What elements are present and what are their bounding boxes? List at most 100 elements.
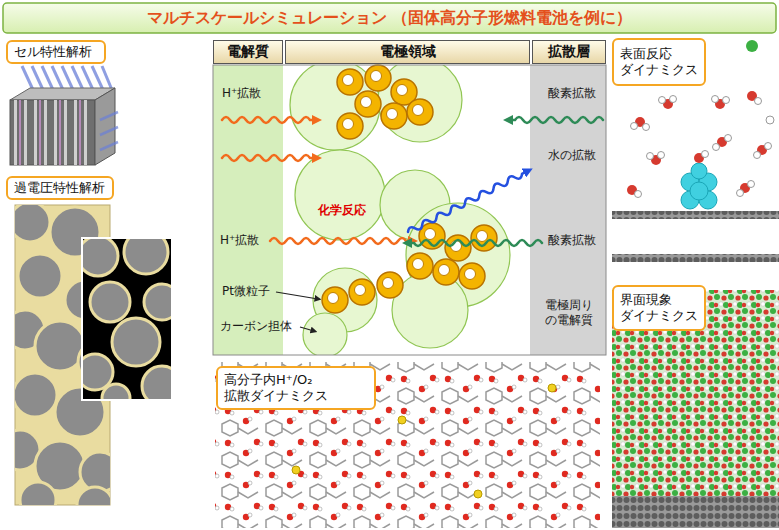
svg-use bbox=[365, 65, 391, 91]
svg-circle bbox=[737, 190, 744, 197]
svg-circle bbox=[18, 254, 62, 298]
svg-line bbox=[300, 327, 314, 331]
node-text: 電極領域 bbox=[292, 43, 523, 61]
svg-rect bbox=[10, 100, 95, 165]
node-text: 過電圧特性解析 bbox=[14, 180, 106, 196]
svg-rect bbox=[530, 65, 606, 355]
svg-rect bbox=[215, 362, 600, 528]
svg-rect bbox=[64, 100, 67, 165]
svg-circle bbox=[144, 284, 172, 320]
svg-circle bbox=[643, 124, 650, 131]
svg-circle bbox=[112, 318, 160, 366]
diagram-label: Pt微粒子 bbox=[222, 284, 270, 299]
node-text: セル特性解析 bbox=[14, 44, 98, 60]
svg-circle bbox=[746, 40, 758, 52]
svg-g bbox=[14, 100, 87, 165]
diagram-label: カーボン担体 bbox=[220, 319, 292, 334]
svg-path bbox=[270, 238, 412, 244]
svg-use bbox=[337, 113, 363, 139]
diagram-label: 酸素拡散 bbox=[548, 86, 596, 101]
svg-circle bbox=[20, 482, 56, 505]
node-text: 界面現象 ダイナミクス bbox=[620, 292, 698, 325]
diagram-label: H⁺拡散 bbox=[222, 86, 261, 101]
svg-circle bbox=[754, 152, 761, 159]
svg-circle bbox=[691, 163, 707, 179]
svg-g bbox=[290, 65, 510, 355]
porous-structure bbox=[0, 202, 182, 523]
svg-g bbox=[82, 238, 172, 400]
svg-rect bbox=[14, 100, 17, 165]
svg-use bbox=[407, 253, 433, 279]
svg-path bbox=[509, 117, 603, 123]
panel-label: 高分子内H⁺/O₂ 拡散ダイナミクス bbox=[216, 366, 376, 410]
column-header: 拡散層 bbox=[532, 40, 606, 64]
svg-rect bbox=[84, 100, 87, 165]
column-header: 電解質 bbox=[213, 40, 283, 64]
svg-rect bbox=[612, 290, 779, 496]
svg-circle bbox=[765, 143, 772, 150]
panel-label: 過電圧特性解析 bbox=[6, 176, 114, 200]
svg-circle bbox=[295, 150, 385, 240]
panel-label: 表面反応 ダイナミクス bbox=[612, 38, 706, 86]
diagram-label: 酸素拡散 bbox=[548, 233, 596, 248]
svg-g bbox=[15, 205, 110, 505]
diagram-label: 化学反応 bbox=[318, 203, 366, 218]
water-molecules bbox=[627, 91, 774, 198]
svg-rect bbox=[612, 496, 779, 528]
svg-rect bbox=[24, 100, 27, 165]
svg-circle bbox=[725, 135, 732, 142]
svg-circle bbox=[548, 384, 556, 392]
svg-rect bbox=[79, 100, 81, 165]
svg-circle bbox=[15, 373, 57, 417]
svg-path bbox=[407, 168, 529, 234]
svg-circle bbox=[398, 416, 406, 424]
svg-rect bbox=[59, 100, 61, 165]
svg-circle bbox=[635, 191, 642, 198]
header-bar bbox=[3, 3, 776, 33]
svg-use bbox=[459, 263, 485, 289]
svg-circle bbox=[713, 144, 720, 151]
svg-use bbox=[381, 103, 407, 129]
pt-cluster bbox=[681, 163, 717, 209]
svg-line bbox=[100, 127, 118, 135]
svg-g bbox=[100, 112, 118, 150]
svg-g bbox=[19, 100, 81, 165]
pt-particles bbox=[322, 65, 497, 313]
polymer-picture bbox=[215, 362, 600, 528]
svg-circle bbox=[712, 96, 719, 103]
diffusion-waves bbox=[222, 117, 603, 246]
svg-circle bbox=[670, 96, 677, 103]
svg-circle bbox=[82, 238, 118, 276]
svg-line bbox=[102, 66, 112, 90]
node-text: 高分子内H⁺/O₂ 拡散ダイナミクス bbox=[224, 372, 368, 405]
svg-circle bbox=[723, 97, 730, 104]
svg-rect bbox=[39, 100, 41, 165]
svg-use bbox=[433, 259, 459, 285]
electrode-schematic bbox=[213, 58, 606, 357]
svg-polygon bbox=[95, 88, 115, 165]
svg-use bbox=[471, 225, 497, 251]
svg-circle bbox=[631, 123, 638, 130]
svg-circle bbox=[292, 466, 300, 474]
svg-circle bbox=[690, 182, 708, 200]
svg-circle bbox=[15, 205, 50, 242]
svg-path bbox=[222, 117, 316, 123]
svg-rect bbox=[213, 65, 283, 355]
svg-line bbox=[100, 112, 118, 120]
svg-circle bbox=[766, 116, 774, 124]
svg-use bbox=[322, 287, 348, 313]
svg-circle bbox=[77, 487, 110, 505]
svg-circle bbox=[102, 384, 130, 400]
panel-label: セル特性解析 bbox=[6, 40, 106, 64]
panel-label: 界面現象 ダイナミクス bbox=[612, 285, 706, 331]
svg-circle bbox=[90, 282, 130, 322]
diagram-title: マルチスケールシミュレーション （固体高分子形燃料電池を例に） bbox=[3, 8, 776, 29]
cell-stack bbox=[10, 66, 118, 165]
svg-circle bbox=[124, 238, 168, 274]
svg-circle bbox=[474, 490, 482, 498]
svg-use bbox=[377, 272, 403, 298]
svg-rect bbox=[44, 100, 47, 165]
svg-path bbox=[222, 155, 316, 161]
diagram-label: 電極周り の電解質 bbox=[545, 298, 605, 328]
